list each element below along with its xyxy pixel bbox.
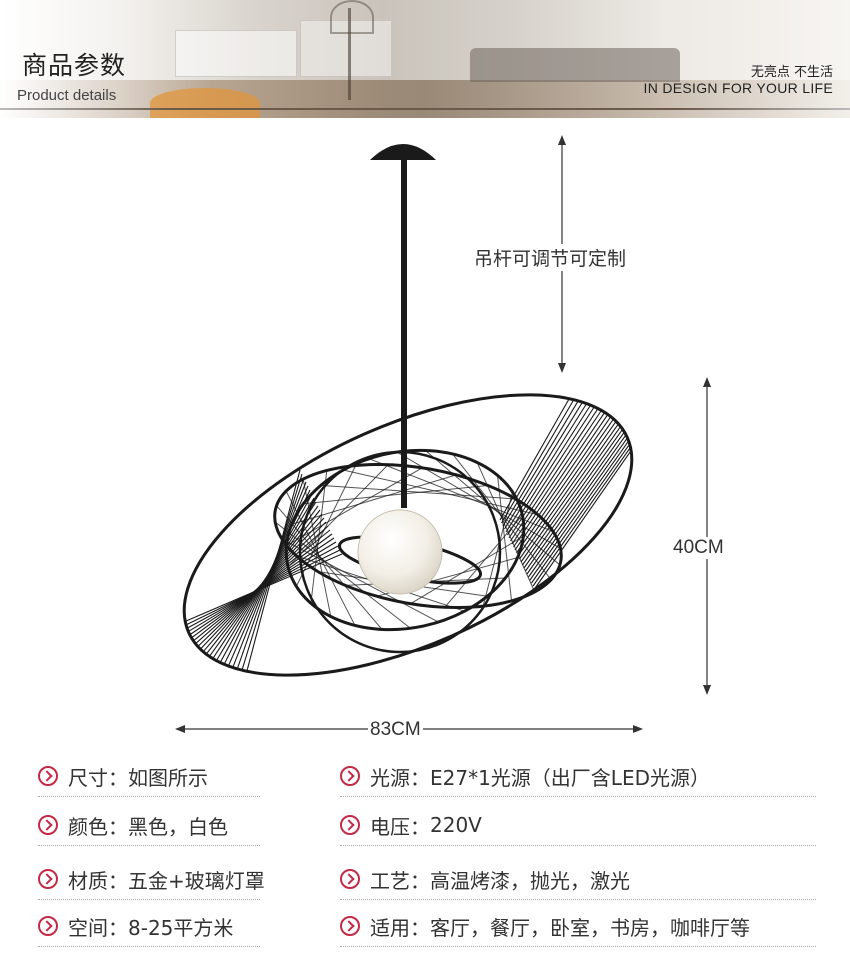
spec-value: 客厅，餐厅，卧室，书房，咖啡厅等 [430,915,750,940]
banner-lamp-stand [348,8,351,100]
banner-floor [0,80,850,118]
spec-divider [38,946,260,947]
spec-divider [38,845,260,846]
spec-divider [340,946,816,947]
spec-label: 材质： [68,868,128,893]
spec-divider [340,796,816,797]
spec-divider [38,796,260,797]
spec-material: 材质： 五金+玻璃灯罩 [38,859,265,899]
slogan-cn: 无亮点 不生活 [750,65,833,80]
lamp-outer-ring [182,393,634,677]
spec-value: 8-25平方米 [128,915,234,940]
spec-voltage: 电压： 220V [340,805,482,845]
spec-label: 光源： [370,765,430,790]
chevron-right-icon [38,815,58,835]
spec-craft: 工艺： 高温烤漆，抛光，激光 [340,859,630,899]
spec-divider [38,899,260,900]
chevron-right-icon [340,766,360,786]
chevron-right-icon [38,766,58,786]
banner-lamp [330,0,374,34]
spec-usage: 适用： 客厅，餐厅，卧室，书房，咖啡厅等 [340,906,750,946]
spec-color: 颜色： 黑色，白色 [38,805,228,845]
chevron-right-icon [340,869,360,889]
page-title: 商品参数 [22,51,127,80]
spec-label: 颜色： [68,814,128,839]
lamp-canopy [370,144,436,508]
spec-divider [340,845,816,846]
width-label: 83CM [368,719,423,741]
rod-adjustable-note: 吊杆可调节可定制 [474,244,627,271]
banner-chair [150,88,260,118]
height-label: 40CM [673,537,724,559]
spec-label: 工艺： [370,868,430,893]
header-divider [0,108,850,110]
spec-label: 尺寸： [68,765,128,790]
spec-value: 如图所示 [128,765,208,790]
spec-size: 尺寸： 如图所示 [38,756,208,796]
chevron-right-icon [340,916,360,936]
spec-label: 电压： [370,814,430,839]
spec-space: 空间： 8-25平方米 [38,906,233,946]
spec-light-source: 光源： E27*1光源（出厂含LED光源） [340,756,710,796]
chevron-right-icon [38,869,58,889]
spec-value: 220V [430,813,482,837]
spec-label: 适用： [370,915,430,940]
spec-value: E27*1光源（出厂含LED光源） [430,765,710,790]
chevron-right-icon [340,815,360,835]
lamp-product-image [175,135,711,733]
banner-sofa [470,48,680,82]
spec-label: 空间： [68,915,128,940]
spec-value: 黑色，白色 [128,814,228,839]
header-banner [0,0,850,118]
spec-value: 高温烤漆，抛光，激光 [430,868,630,893]
spec-value: 五金+玻璃灯罩 [128,868,265,893]
spec-divider [340,899,816,900]
page-subtitle: Product details [17,87,117,104]
banner-shelf [175,30,297,77]
chevron-right-icon [38,916,58,936]
lamp-glass-globe [357,509,443,595]
slogan-en: IN DESIGN FOR YOUR LIFE [643,80,833,96]
